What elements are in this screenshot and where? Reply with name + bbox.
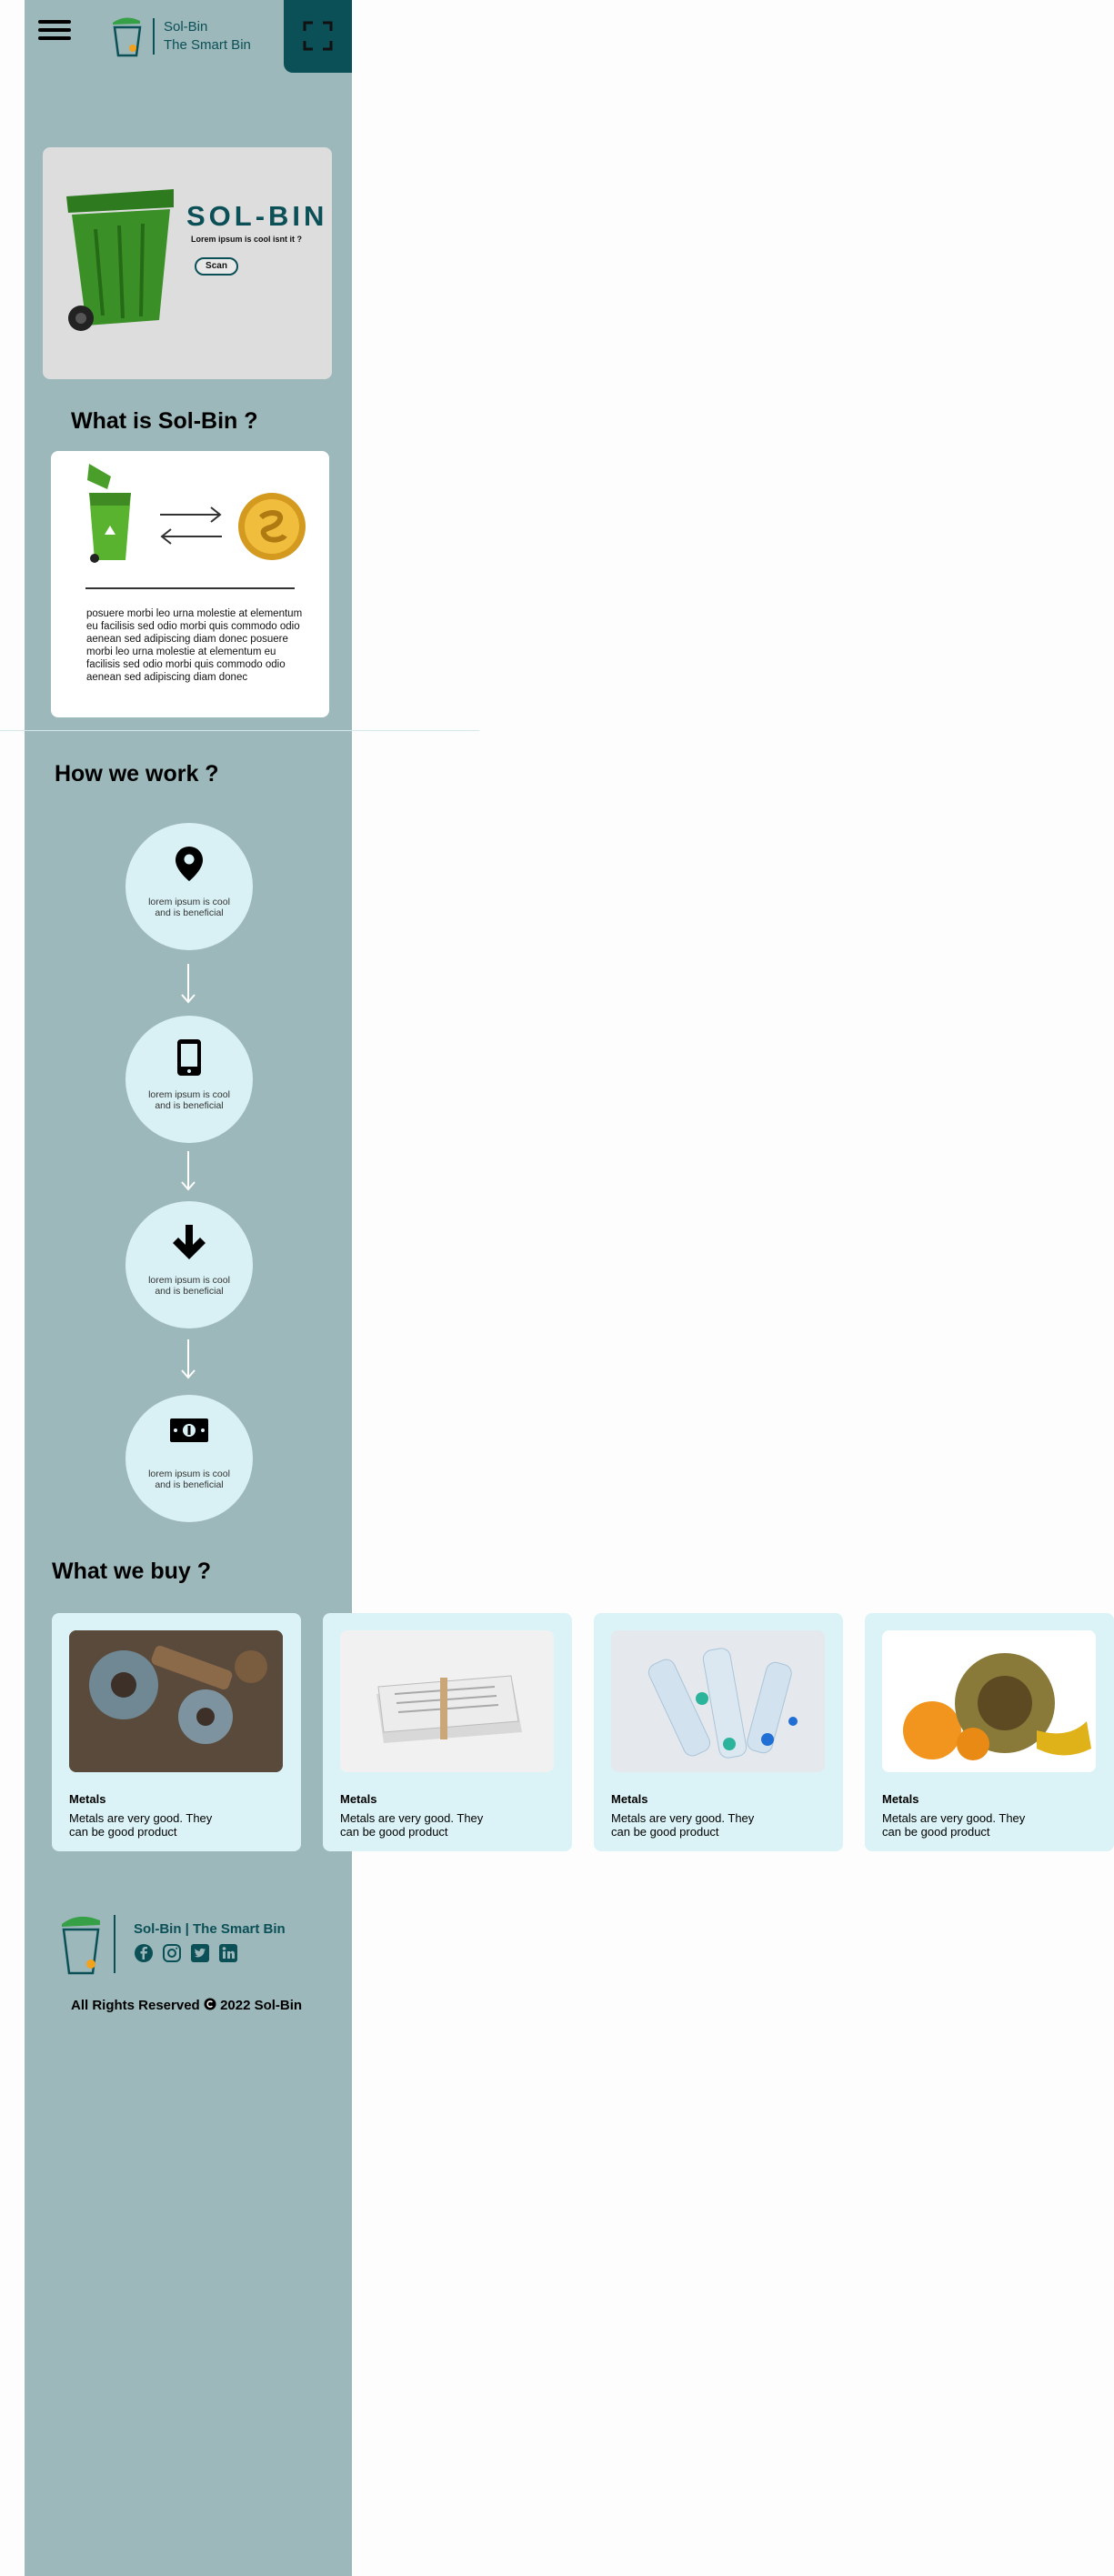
exchange-arrows-icon <box>160 506 222 545</box>
buy-card-plastic[interactable]: Metals Metals are very good. They can be… <box>594 1613 843 1851</box>
linkedin-icon[interactable] <box>218 1943 238 1963</box>
arrow-down-bold-icon <box>173 1225 206 1259</box>
hero-scan-button[interactable]: Scan <box>195 257 238 276</box>
hero-title: SOL-BIN <box>186 200 328 232</box>
card-divider <box>85 587 295 589</box>
buy-card-organic[interactable]: Metals Metals are very good. They can be… <box>865 1613 1114 1851</box>
location-pin-icon <box>176 847 203 881</box>
hamburger-icon[interactable] <box>38 20 71 45</box>
card-title: Metals <box>69 1792 106 1806</box>
metals-image <box>69 1630 283 1772</box>
card-description: Metals are very good. They can be good p… <box>882 1811 1026 1839</box>
bin-logo-icon <box>113 17 142 57</box>
card-title: Metals <box>611 1792 648 1806</box>
hero-subtitle: Lorem ipsum is cool isnt it ? <box>191 235 303 244</box>
card-description: Metals are very good. They can be good p… <box>69 1811 213 1839</box>
bin-logo-icon <box>62 1916 100 1975</box>
scan-frame-icon <box>303 21 333 51</box>
hero-banner: SOL-BIN Lorem ipsum is cool isnt it ? Sc… <box>43 147 332 379</box>
recycle-bin-image <box>87 464 131 563</box>
section-divider <box>0 730 479 731</box>
step-earn: lorem ipsum is cool and is beneficial <box>125 1395 253 1522</box>
facebook-icon[interactable] <box>134 1943 154 1963</box>
instagram-icon[interactable] <box>162 1943 182 1963</box>
what-heading: What is Sol-Bin ? <box>71 408 258 434</box>
money-bill-icon <box>170 1418 208 1442</box>
brand-line-1: Sol-Bin <box>164 19 208 35</box>
brand-name[interactable]: Sol-Bin The Smart Bin <box>164 18 251 55</box>
copyright-icon <box>204 1998 216 2010</box>
brand-line-2: The Smart Bin <box>164 37 251 53</box>
buy-card-metals[interactable]: Metals Metals are very good. They can be… <box>52 1613 301 1851</box>
step-scan: lorem ipsum is cool and is beneficial <box>125 1016 253 1143</box>
what-card: posuere morbi leo urna molestie at eleme… <box>51 451 329 717</box>
green-bin-image <box>66 189 174 331</box>
card-title: Metals <box>882 1792 919 1806</box>
copyright-text: All Rights Reserved 2022 Sol-Bin <box>71 1998 302 2013</box>
step-text: lorem ipsum is cool and is beneficial <box>148 1089 230 1111</box>
step-text: lorem ipsum is cool and is beneficial <box>148 1468 230 1490</box>
scan-button[interactable] <box>284 0 352 73</box>
rights-label: All Rights Reserved <box>71 1998 200 2013</box>
smartphone-icon <box>177 1039 201 1076</box>
brand-separator <box>153 18 155 55</box>
arrow-down-icon <box>181 964 196 1004</box>
card-description: Metals are very good. They can be good p… <box>340 1811 484 1839</box>
step-locate: lorem ipsum is cool and is beneficial <box>125 823 253 950</box>
gold-coin-icon <box>238 493 306 560</box>
arrow-down-icon <box>181 1151 196 1191</box>
how-heading: How we work ? <box>55 761 219 787</box>
buy-card-paper[interactable]: Metals Metals are very good. They can be… <box>323 1613 572 1851</box>
footer-separator <box>114 1915 115 1973</box>
organic-waste-image <box>882 1630 1096 1772</box>
twitter-icon[interactable] <box>190 1943 210 1963</box>
step-text: lorem ipsum is cool and is beneficial <box>148 1275 230 1297</box>
step-drop: lorem ipsum is cool and is beneficial <box>125 1201 253 1328</box>
card-description: Metals are very good. They can be good p… <box>611 1811 755 1839</box>
copyright-year: 2022 Sol-Bin <box>220 1998 303 2013</box>
buy-heading: What we buy ? <box>52 1559 211 1584</box>
plastic-bottles-image <box>611 1630 825 1772</box>
card-title: Metals <box>340 1792 377 1806</box>
step-text: lorem ipsum is cool and is beneficial <box>148 897 230 918</box>
what-description: posuere morbi leo urna molestie at eleme… <box>86 608 303 683</box>
arrow-down-icon <box>181 1339 196 1379</box>
footer-brand: Sol-Bin | The Smart Bin <box>134 1921 286 1937</box>
newspaper-image <box>340 1630 554 1772</box>
